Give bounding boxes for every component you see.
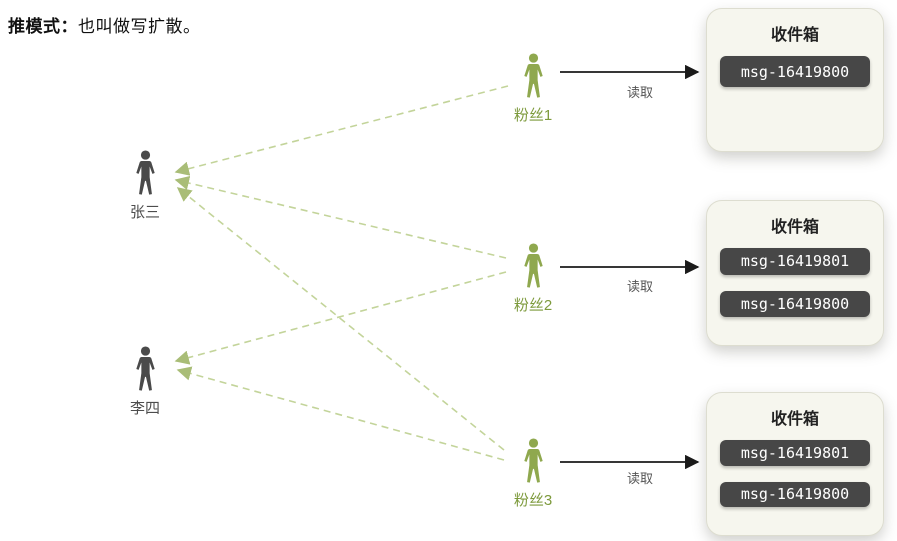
- diagram-title: 推模式：也叫做写扩散。: [8, 12, 201, 37]
- read-action-label: 读取: [626, 279, 653, 294]
- fan-label: 粉丝3: [513, 492, 553, 509]
- follow-arrow-fan2-lisi: [174, 271, 507, 365]
- inbox-title: 收件箱: [770, 411, 819, 428]
- inbox-card-fan2: 收件箱 msg-16419801 msg-16419800: [706, 200, 884, 346]
- publisher-zhangsan: 张三: [122, 150, 168, 222]
- publisher-label: 张三: [129, 204, 160, 221]
- fan-label: 粉丝2: [513, 297, 553, 314]
- inbox-card-fan1: 收件箱 msg-16419800: [706, 8, 884, 152]
- publisher-label: 李四: [129, 400, 160, 417]
- person-icon: [135, 346, 155, 391]
- fan-label: 粉丝1: [513, 107, 553, 124]
- message-pill: msg-16419801: [720, 440, 870, 466]
- inbox-title: 收件箱: [770, 219, 819, 236]
- message-pill: msg-16419801: [720, 248, 870, 275]
- message-pill: msg-16419800: [720, 290, 870, 317]
- person-icon: [523, 243, 543, 288]
- person-icon: [523, 53, 543, 98]
- person-icon: [523, 438, 543, 483]
- publisher-lisi: 李四: [122, 346, 168, 418]
- message-pill: msg-16419800: [720, 56, 870, 87]
- person-icon: [135, 150, 155, 195]
- follow-arrow-fan2-zhangsan: [174, 175, 507, 259]
- inbox-card-fan3: 收件箱 msg-16419801 msg-16419800: [706, 392, 884, 536]
- follow-arrow-fan1-zhangsan: [174, 85, 509, 176]
- inbox-title: 收件箱: [770, 27, 819, 44]
- read-action-label: 读取: [626, 471, 653, 486]
- title-term: 推模式：: [8, 17, 78, 36]
- fan-1: 粉丝1: [510, 53, 556, 125]
- title-description: 也叫做写扩散。: [78, 17, 201, 36]
- follow-arrow-fan3-lisi: [176, 366, 505, 461]
- read-action-label: 读取: [626, 85, 653, 100]
- fan-3: 粉丝3: [510, 438, 556, 510]
- fan-2: 粉丝2: [510, 243, 556, 315]
- follow-arrow-fan3-zhangsan: [176, 187, 505, 451]
- message-pill: msg-16419800: [720, 481, 870, 507]
